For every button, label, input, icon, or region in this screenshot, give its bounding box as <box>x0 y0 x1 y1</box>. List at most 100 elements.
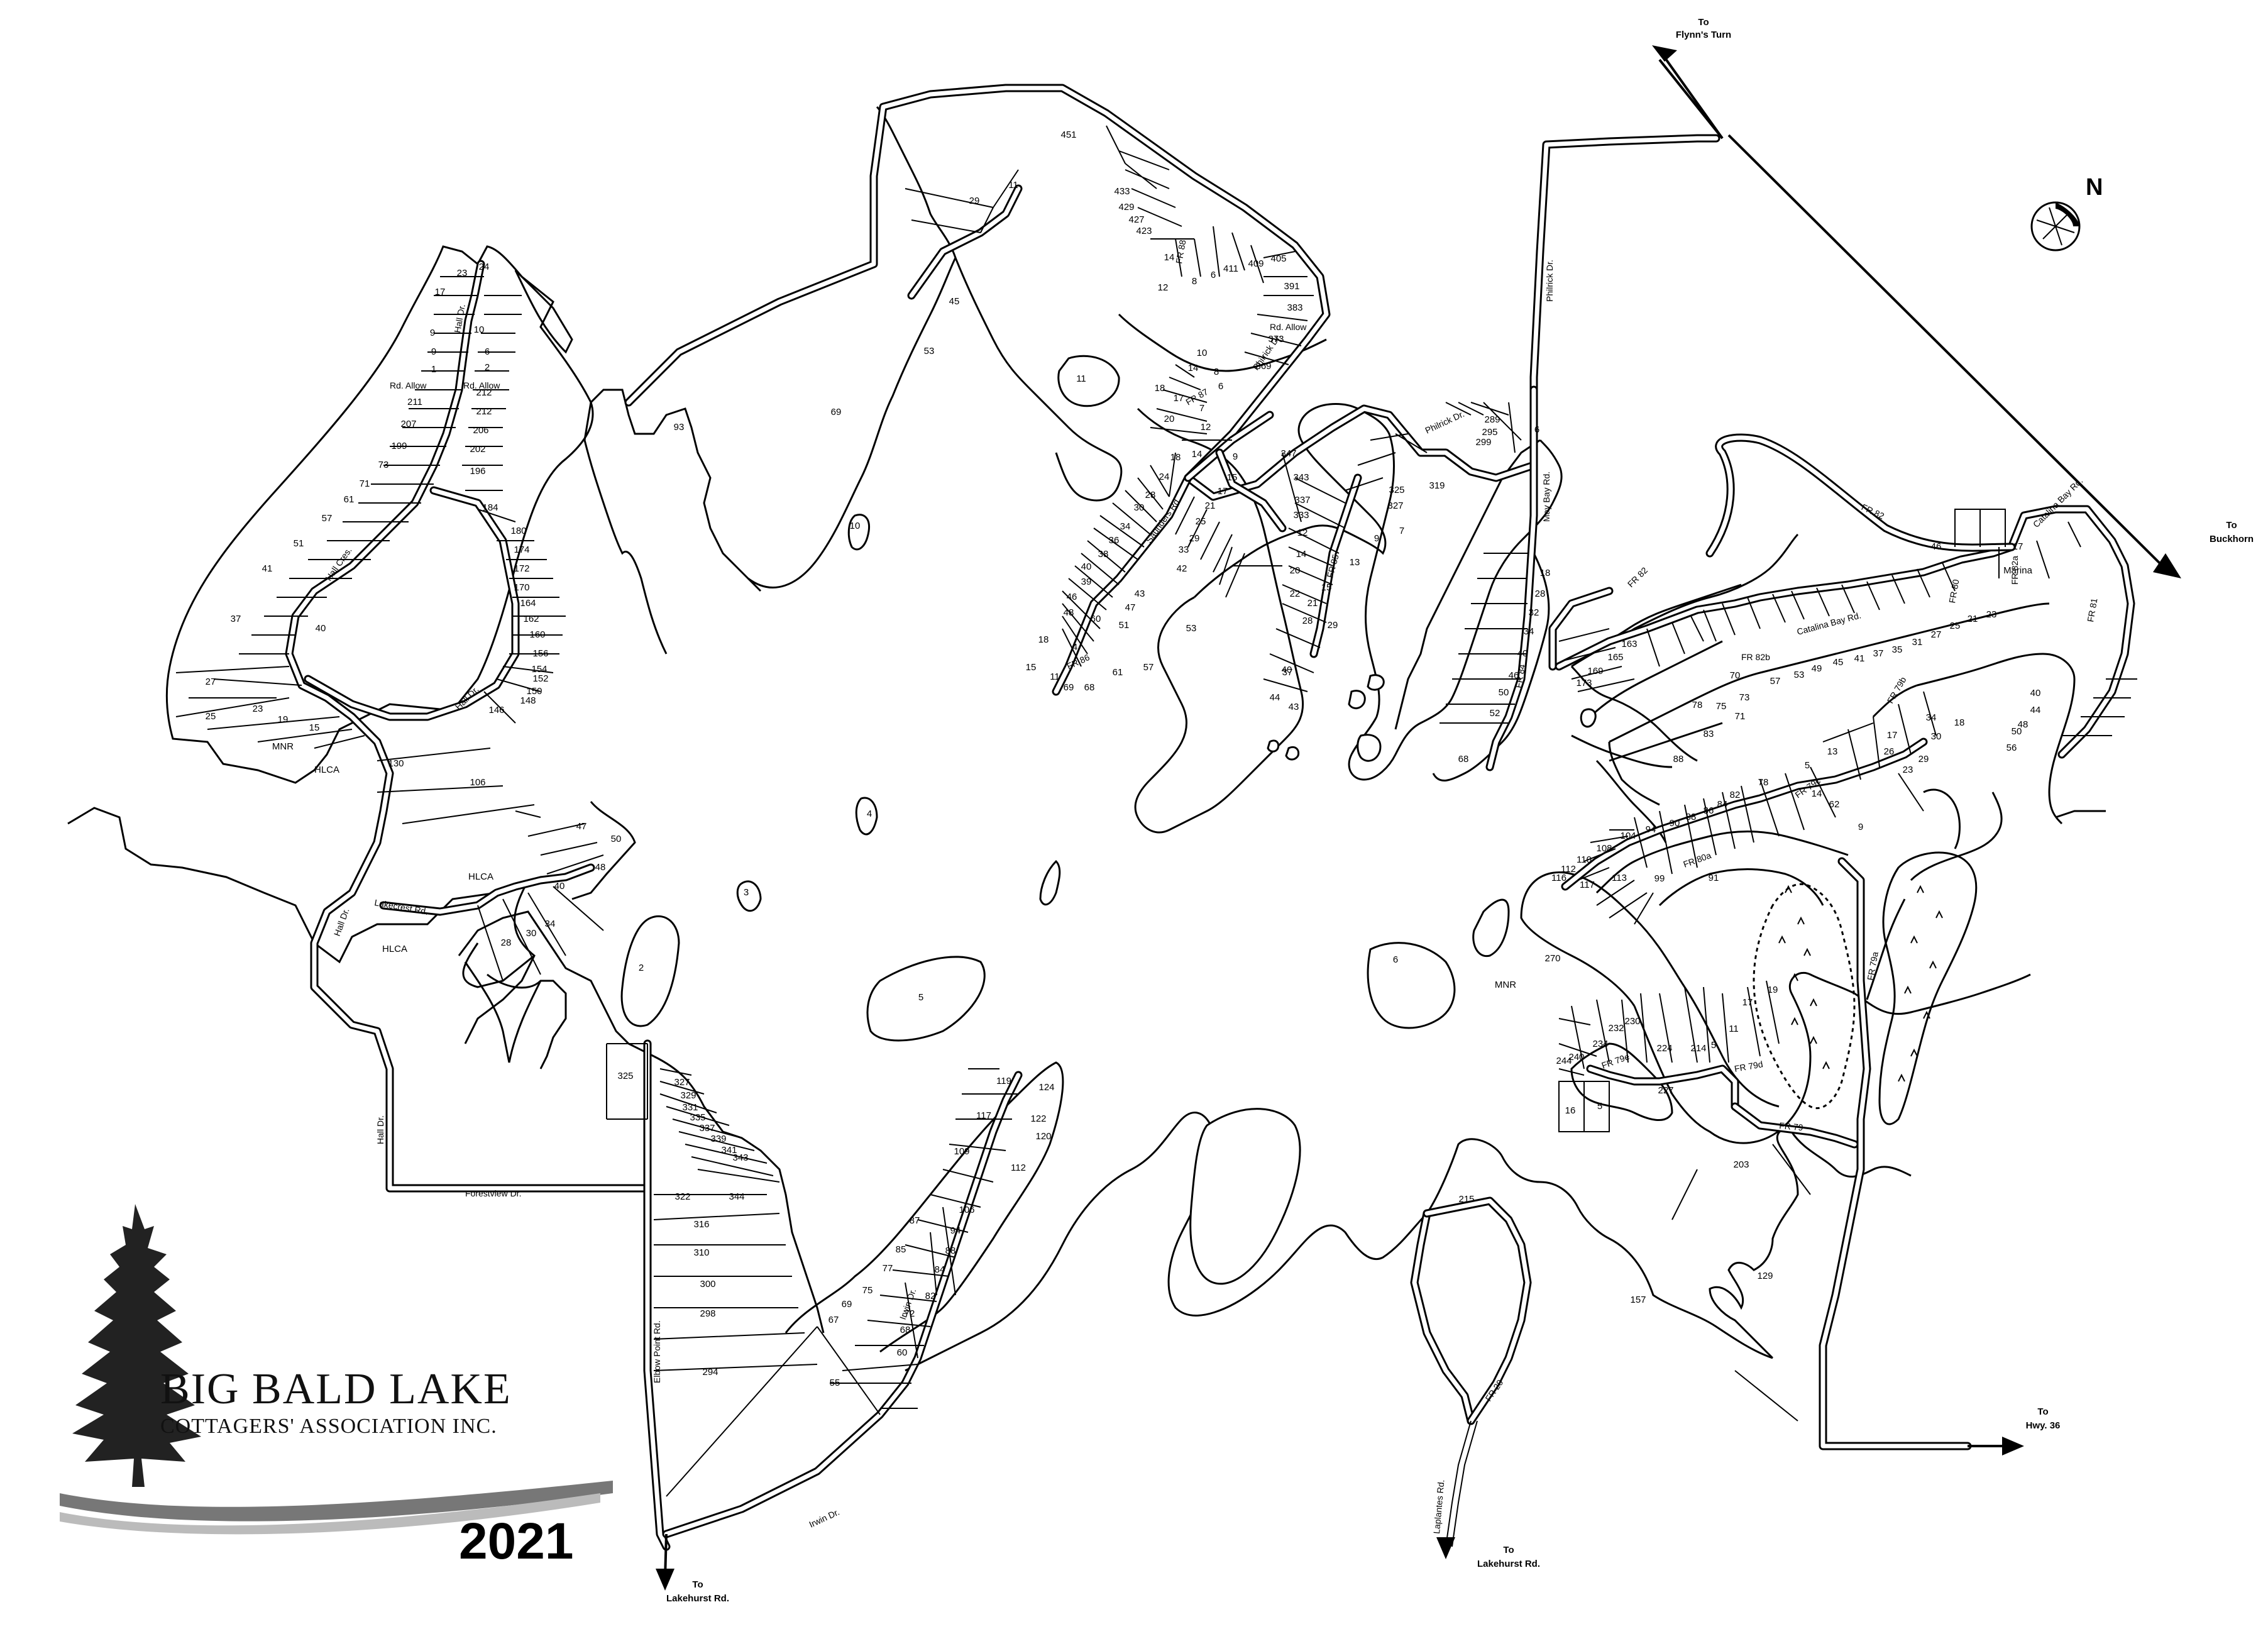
lot-number-label: 47 <box>576 821 587 832</box>
lot-number-label: 1 <box>431 364 436 375</box>
lot-number-label: 16 <box>1565 1105 1576 1116</box>
dest-hwy36-line2: Hwy. 36 <box>2026 1420 2061 1431</box>
road-label: FR 82 <box>1626 565 1649 589</box>
road-label: Hall Dr. <box>332 907 351 937</box>
lot-number-label: 3 <box>744 887 749 898</box>
lot-number-label: 17 <box>1218 486 1228 497</box>
lot-number-label: 23 <box>457 268 468 279</box>
lot-number-label: 5 <box>1711 1040 1716 1051</box>
road-label: FR 80 <box>1947 578 1961 604</box>
lot-number-label: 310 <box>693 1247 709 1258</box>
lot-number-label: 46 <box>1067 592 1077 602</box>
lot-number-label: 119 <box>996 1076 1011 1086</box>
lot-number-label: 383 <box>1287 302 1302 313</box>
lot-number-label: 20 <box>1164 414 1175 424</box>
lot-number-label: 212 <box>476 387 492 398</box>
lot-number-label: 43 <box>1289 702 1299 712</box>
lot-number-label: 69 <box>1064 682 1074 693</box>
lot-number-label: 14 <box>1812 788 1822 799</box>
lot-number-label: 316 <box>693 1219 709 1230</box>
lot-number-label: 14 <box>1192 449 1203 460</box>
lot-number-label: 325 <box>617 1071 633 1081</box>
lot-number-label: 23 <box>253 704 263 714</box>
lot-number-label: 30 <box>1134 502 1145 513</box>
lot-number-label: 33 <box>1179 544 1189 555</box>
dest-lakehurst-west-line1: To <box>692 1579 703 1590</box>
lot-number-label: 6 <box>485 346 490 357</box>
lot-number-label: 91 <box>1709 873 1719 883</box>
lot-number-label: 48 <box>595 862 606 873</box>
lot-number-label: 32 <box>1529 607 1539 618</box>
lot-number-label: 30 <box>1931 731 1942 742</box>
lot-number-label: 29 <box>1189 533 1200 544</box>
lot-number-label: 369 <box>1255 361 1271 372</box>
lot-number-label: 230 <box>1624 1016 1640 1027</box>
lot-number-label: 184 <box>482 502 498 513</box>
lot-number-label: 36 <box>1109 535 1120 546</box>
lot-number-label: 72 <box>905 1308 915 1319</box>
lot-number-label: 9 <box>1233 451 1238 462</box>
lot-number-label: 106 <box>959 1205 974 1215</box>
lot-number-label: 41 <box>262 563 273 574</box>
lot-number-label: 9 <box>1858 822 1863 832</box>
lot-number-label: 337 <box>699 1123 715 1134</box>
lot-number-label: 2 <box>485 362 490 373</box>
lot-number-label: 73 <box>1739 692 1750 703</box>
lot-number-label: 60 <box>1091 614 1101 624</box>
lot-number-label: 13 <box>1350 557 1360 568</box>
lot-number-label: 108 <box>1596 843 1612 854</box>
lot-number-label: 7 <box>1399 526 1404 536</box>
lot-number-label: 294 <box>702 1367 718 1378</box>
lot-number-label: 84 <box>935 1264 945 1275</box>
lot-number-label: HLCA <box>314 765 339 775</box>
lot-number-label: 23 <box>1903 765 1913 775</box>
lot-number-label: 94 <box>950 1225 961 1236</box>
lot-number-label: 234 <box>1592 1039 1608 1049</box>
lot-number-label: 39 <box>1081 577 1092 587</box>
direction-arrows <box>656 45 2181 1591</box>
lot-number-label: 56 <box>2007 743 2017 753</box>
lot-number-label: 169 <box>1587 666 1603 676</box>
lot-number-label: 270 <box>1544 953 1560 964</box>
lot-number-label: 19 <box>1768 985 1778 995</box>
lot-number-label: 57 <box>1143 662 1154 673</box>
road-label: Forestview Dr. <box>465 1188 521 1198</box>
lot-number-label: 40 <box>554 881 565 892</box>
road-label: FR 79d <box>1734 1059 1764 1074</box>
lot-number-label: 53 <box>1186 623 1197 634</box>
lot-number-label: 47 <box>1125 602 1136 613</box>
lot-number-label: 343 <box>1293 472 1309 483</box>
lot-number-label: 24 <box>1159 472 1170 482</box>
dest-buckhorn-line2: Buckhorn <box>2210 534 2254 544</box>
lot-number-label: 337 <box>1294 495 1310 505</box>
lot-number-label: 211 <box>407 397 422 407</box>
lot-number-label: 199 <box>391 441 407 451</box>
lot-number-label: 244 <box>1556 1056 1572 1066</box>
lot-number-label: 10 <box>850 521 861 531</box>
lot-number-label: 85 <box>896 1244 906 1255</box>
lot-number-label: 9 <box>431 346 436 357</box>
lot-number-label: 160 <box>529 629 545 640</box>
lot-number-label: 44 <box>1270 692 1280 703</box>
lot-number-label: 45 <box>1833 657 1844 668</box>
lot-number-label: 331 <box>682 1102 698 1113</box>
lot-number-label: 19 <box>278 714 289 725</box>
lot-number-label: 82 <box>925 1291 936 1301</box>
lot-number-label: 28 <box>1535 588 1546 599</box>
lot-number-label: 18 <box>1954 717 1965 728</box>
lot-number-label: 11 <box>1050 671 1060 682</box>
road-label: Rd. Allow <box>463 380 500 390</box>
islands <box>620 355 1597 1285</box>
lot-number-label: 90 <box>1670 818 1680 829</box>
lot-number-label: 14 <box>1164 252 1175 263</box>
lot-number-label: 451 <box>1060 130 1076 140</box>
lot-number-label: 69 <box>831 407 842 417</box>
lot-number-label: 106 <box>470 777 485 788</box>
arrow-flynns-turn <box>1652 45 1677 62</box>
lot-number-label: 207 <box>400 419 416 429</box>
lot-number-label: 335 <box>690 1112 705 1123</box>
lot-number-label: 70 <box>1730 670 1741 681</box>
lot-number-label: 38 <box>1098 549 1109 560</box>
lot-number-label: 129 <box>1757 1271 1773 1281</box>
